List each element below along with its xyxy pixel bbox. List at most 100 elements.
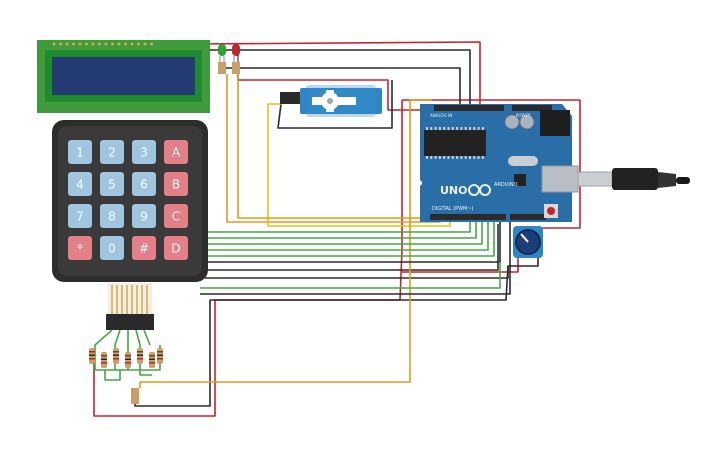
pot-knob-indicator [520, 233, 529, 243]
chip-pin [477, 127, 480, 130]
arduino-header-top-2 [512, 105, 552, 111]
resistor-band [149, 355, 155, 357]
keypad-key-label: 4 [76, 178, 84, 192]
potentiometer[interactable] [513, 226, 543, 258]
lcd-pin [130, 42, 134, 46]
resistor-band [137, 354, 143, 356]
keypad-key-5[interactable]: 5 [100, 172, 124, 196]
keypad-key-A[interactable]: A [164, 140, 188, 164]
chip-pin [481, 127, 484, 130]
keypad-key-9[interactable]: 9 [132, 204, 156, 228]
resistor-led-green [218, 62, 226, 74]
lcd-screen [52, 57, 195, 95]
keypad-key-face [132, 204, 156, 228]
keypad-key-face [164, 172, 188, 196]
chip-pin [447, 156, 450, 159]
keypad-key-face [68, 140, 92, 164]
servo-motor[interactable] [280, 85, 382, 117]
lcd-pin [150, 42, 153, 46]
keypad-key-face [68, 172, 92, 196]
wire-black-led [222, 67, 461, 112]
resistor-band [157, 358, 163, 360]
keypad-key-*[interactable]: * [68, 236, 92, 260]
keypad-key-0[interactable]: 0 [100, 236, 124, 260]
keypad-key-label: B [172, 178, 180, 192]
led-green[interactable] [218, 44, 226, 74]
lcd-display[interactable] [37, 40, 210, 113]
wire-black-low [134, 265, 509, 407]
arduino-header-bottom-2 [510, 214, 546, 220]
lcd-pin [104, 42, 108, 46]
chip-pin [426, 156, 428, 159]
chip-pin [469, 127, 471, 130]
keypad-key-4[interactable]: 4 [68, 172, 92, 196]
resistor-band [125, 355, 131, 357]
wire-green-5 [205, 214, 495, 257]
wire-ladder-5 [143, 329, 151, 346]
keypad-key-8[interactable]: 8 [100, 204, 124, 228]
keypad-key-D[interactable]: D [164, 236, 188, 260]
keypad-key-1[interactable]: 1 [68, 140, 92, 164]
keypad-key-face [164, 140, 188, 164]
arduino-reset-cap [547, 207, 555, 215]
arduino-crystal [508, 156, 538, 166]
arduino-header-bottom [430, 214, 506, 220]
resistor-band [125, 362, 131, 364]
lcd-pin [78, 42, 82, 46]
keypad-key-7[interactable]: 7 [68, 204, 92, 228]
chip-pin [434, 127, 437, 130]
keypad-key-face [132, 172, 156, 196]
led-red-body [232, 44, 240, 56]
keypad-key-2[interactable]: 2 [100, 140, 124, 164]
wire-green-3 [205, 214, 483, 245]
lcd-pin [85, 42, 88, 46]
lcd-pin [72, 42, 75, 46]
arduino-power-label: POWER [516, 113, 531, 118]
wire-black-lcd-top [205, 49, 471, 112]
keypad-key-label: 3 [140, 146, 148, 160]
wire-green-7 [200, 262, 501, 289]
keypad-key-label: C [172, 210, 180, 224]
usb-plug-metal [577, 171, 613, 187]
wire-red-lcd-top [199, 41, 481, 112]
lcd-pin [111, 42, 114, 46]
keypad-key-#[interactable]: # [132, 236, 156, 260]
keypad-key-B[interactable]: B [164, 172, 188, 196]
keypad-key-C[interactable]: C [164, 204, 188, 228]
resistor-band [113, 354, 119, 356]
chip-pin [438, 156, 441, 159]
led-green-body [218, 44, 226, 56]
keypad-key-face [68, 236, 92, 260]
chip-pin [430, 127, 433, 130]
wire-red-arduino-right [540, 100, 581, 229]
resistor-band [157, 351, 163, 353]
keypad-key-label: 7 [76, 210, 84, 224]
chip-pin [443, 156, 446, 159]
keypad-key-label: 5 [108, 178, 116, 192]
keypad-key-face [68, 204, 92, 228]
keypad-key-label: # [139, 242, 149, 256]
led-red[interactable] [232, 44, 240, 74]
chip-pin [456, 127, 459, 130]
chip-pin [464, 127, 467, 130]
keypad-key-label: 1 [76, 146, 84, 160]
resistor-band [113, 358, 119, 360]
lcd-pin [137, 42, 140, 46]
arduino-usb-port [541, 165, 579, 193]
keypad-key-label: A [172, 146, 181, 160]
usb-cable[interactable] [577, 168, 690, 190]
keypad-key-6[interactable]: 6 [132, 172, 156, 196]
wire-black-pot [205, 250, 539, 279]
lcd-pin [98, 42, 101, 46]
arduino-capacitor-1 [504, 114, 520, 130]
keypad-key-3[interactable]: 3 [132, 140, 156, 164]
resistor-ladder [89, 348, 163, 368]
arduino-digital-label: DIGITAL (PWM~) [432, 206, 474, 212]
chip-pin [438, 127, 441, 130]
arduino-uno[interactable]: UNO ARDUINO DIGITAL (PWM~) POWER ANALOG … [416, 104, 579, 222]
keypad-key-label: * [77, 242, 83, 256]
chip-pin [473, 156, 476, 159]
chip-pin [443, 127, 446, 130]
